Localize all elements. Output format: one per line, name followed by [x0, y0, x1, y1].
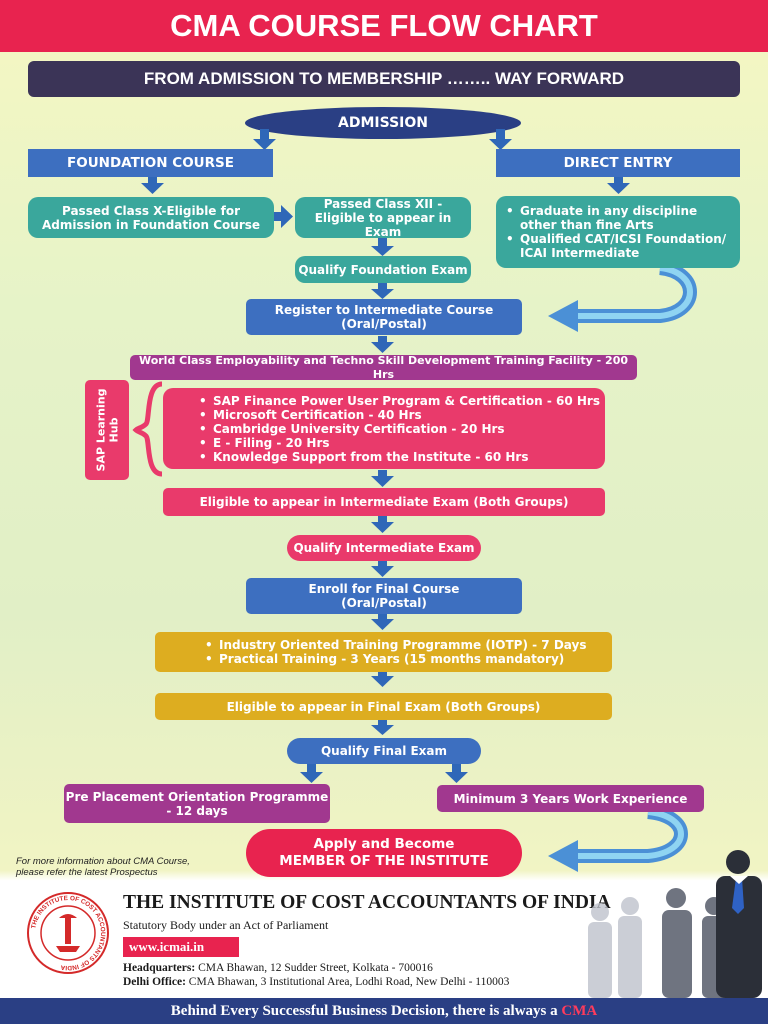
pre-placement-line1: Pre Placement Orientation Programme [65, 789, 329, 804]
direct-entry-criterion: Qualified CAT/ICSI Foundation/ ICAI Inte… [504, 232, 732, 260]
final-training-list: Industry Oriented Training Programme (IO… [203, 638, 586, 666]
register-intermediate-line1: Register to Intermediate Course [274, 303, 494, 317]
sap-program-item: E - Filing - 20 Hrs [197, 436, 600, 450]
enroll-final-line2: (Oral/Postal) [341, 596, 427, 610]
page-title: CMA COURSE FLOW CHART [170, 8, 598, 43]
passed-class-xii-line1: Passed Class XII - [323, 196, 443, 211]
final-training-item: Practical Training - 3 Years (15 months … [203, 652, 586, 666]
admission-label: ADMISSION [338, 115, 428, 131]
headquarters-address: CMA Bhawan, 12 Sudder Street, Kolkata - … [198, 962, 433, 974]
institute-name: THE INSTITUTE OF COST ACCOUNTANTS OF IND… [123, 892, 611, 913]
eligible-final-label: Eligible to appear in Final Exam (Both G… [226, 699, 541, 714]
enroll-final-line1: Enroll for Final Course [308, 582, 460, 596]
qualify-intermediate-box: Qualify Intermediate Exam [287, 535, 481, 561]
final-training-box: Industry Oriented Training Programme (IO… [155, 632, 612, 672]
passed-class-x-box: Passed Class X-Eligible for Admission in… [28, 197, 274, 238]
foundation-course-box: FOUNDATION COURSE [28, 149, 273, 177]
direct-entry-criterion: Graduate in any discipline other than fi… [504, 204, 732, 232]
subtitle-bar: FROM ADMISSION TO MEMBERSHIP …….. WAY FO… [28, 61, 740, 97]
sap-program-item: Knowledge Support from the Institute - 6… [197, 450, 600, 464]
admission-node: ADMISSION [245, 107, 521, 139]
pre-placement-line2: - 12 days [166, 803, 228, 818]
passed-class-xii-box: Passed Class XII - Eligible to appear in… [295, 196, 471, 239]
direct-entry-box: DIRECT ENTRY [496, 149, 740, 177]
business-people-illustration [588, 850, 762, 998]
sap-brace [132, 381, 163, 477]
qualify-foundation-box: Qualify Foundation Exam [295, 256, 471, 283]
pre-placement-box: Pre Placement Orientation Programme - 12… [64, 784, 330, 823]
sap-program-item: Cambridge University Certification - 20 … [197, 422, 600, 436]
passed-class-xii-line2: Eligible to appear in Exam [314, 210, 452, 239]
more-info-line1: For more information about CMA Course, [16, 856, 190, 867]
eligible-intermediate-box: Eligible to appear in Intermediate Exam … [163, 488, 605, 516]
qualify-final-label: Qualify Final Exam [320, 744, 448, 758]
sap-programs-list: SAP Finance Power User Program & Certifi… [197, 394, 600, 464]
eligible-intermediate-label: Eligible to appear in Intermediate Exam … [199, 495, 569, 509]
foundation-course-label: FOUNDATION COURSE [67, 155, 234, 171]
sap-program-item: SAP Finance Power User Program & Certifi… [197, 394, 600, 408]
website-badge[interactable]: www.icmai.in [123, 937, 239, 957]
institute-logo: THE INSTITUTE OF COST ACCOUNTANTS OF IND… [27, 892, 109, 974]
more-info-note: For more information about CMA Course, p… [16, 856, 236, 878]
qualify-final-box: Qualify Final Exam [287, 738, 481, 764]
sap-learning-hub-box: SAP Learning Hub [85, 380, 129, 480]
statutory-text: Statutory Body under an Act of Parliamen… [123, 918, 329, 932]
sap-learning-hub-line1: SAP Learning [94, 388, 108, 472]
tagline-bar: Behind Every Successful Business Decisio… [0, 998, 768, 1024]
direct-entry-criteria-list: Graduate in any discipline other than fi… [504, 204, 732, 260]
tagline-main: Behind Every Successful Business Decisio… [170, 1002, 558, 1019]
headquarters-label: Headquarters: [123, 962, 196, 974]
enroll-final-box: Enroll for Final Course (Oral/Postal) [246, 578, 522, 614]
work-experience-label: Minimum 3 Years Work Experience [453, 791, 688, 806]
sap-programs-box: SAP Finance Power User Program & Certifi… [163, 388, 605, 469]
direct-entry-criteria-box: Graduate in any discipline other than fi… [496, 196, 740, 268]
delhi-office-line: Delhi Office: CMA Bhawan, 3 Institutiona… [123, 976, 509, 988]
curved-arrow-direct-entry [548, 261, 697, 332]
tagline-text: Behind Every Successful Business Decisio… [171, 1003, 597, 1020]
sap-learning-hub-line2: Hub [107, 417, 121, 443]
training-facility-box: World Class Employability and Techno Ski… [130, 353, 637, 381]
training-facility-label: World Class Employability and Techno Ski… [138, 353, 629, 381]
sap-program-item: Microsoft Certification - 40 Hrs [197, 408, 600, 422]
eligible-final-box: Eligible to appear in Final Exam (Both G… [155, 693, 612, 720]
apply-member-line2: MEMBER OF THE INSTITUTE [279, 853, 489, 869]
passed-class-x-line1: Passed Class X-Eligible for [61, 203, 241, 218]
delhi-office-address: CMA Bhawan, 3 Institutional Area, Lodhi … [188, 976, 510, 988]
direct-entry-label: DIRECT ENTRY [563, 155, 673, 171]
website-link[interactable]: www.icmai.in [129, 939, 205, 954]
passed-class-x-line2: Admission in Foundation Course [41, 217, 261, 232]
title-banner: CMA COURSE FLOW CHART [0, 0, 768, 52]
headquarters-line: Headquarters: CMA Bhawan, 12 Sudder Stre… [123, 962, 433, 974]
sap-learning-hub-label: SAP Learning Hub [94, 389, 120, 472]
final-training-item: Industry Oriented Training Programme (IO… [203, 638, 586, 652]
apply-member-line1: Apply and Become [313, 836, 455, 852]
subtitle: FROM ADMISSION TO MEMBERSHIP …….. WAY FO… [143, 69, 625, 88]
register-intermediate-line2: (Oral/Postal) [341, 317, 427, 331]
register-intermediate-box: Register to Intermediate Course (Oral/Po… [246, 299, 522, 335]
work-experience-box: Minimum 3 Years Work Experience [437, 785, 704, 812]
tagline-cma: CMA [561, 1002, 598, 1019]
apply-member-box: Apply and Become MEMBER OF THE INSTITUTE [246, 829, 522, 877]
qualify-intermediate-label: Qualify Intermediate Exam [293, 541, 475, 555]
qualify-foundation-label: Qualify Foundation Exam [298, 262, 468, 277]
more-info-line2: please refer the latest Prospectus [16, 867, 158, 878]
delhi-office-label: Delhi Office: [123, 976, 186, 988]
